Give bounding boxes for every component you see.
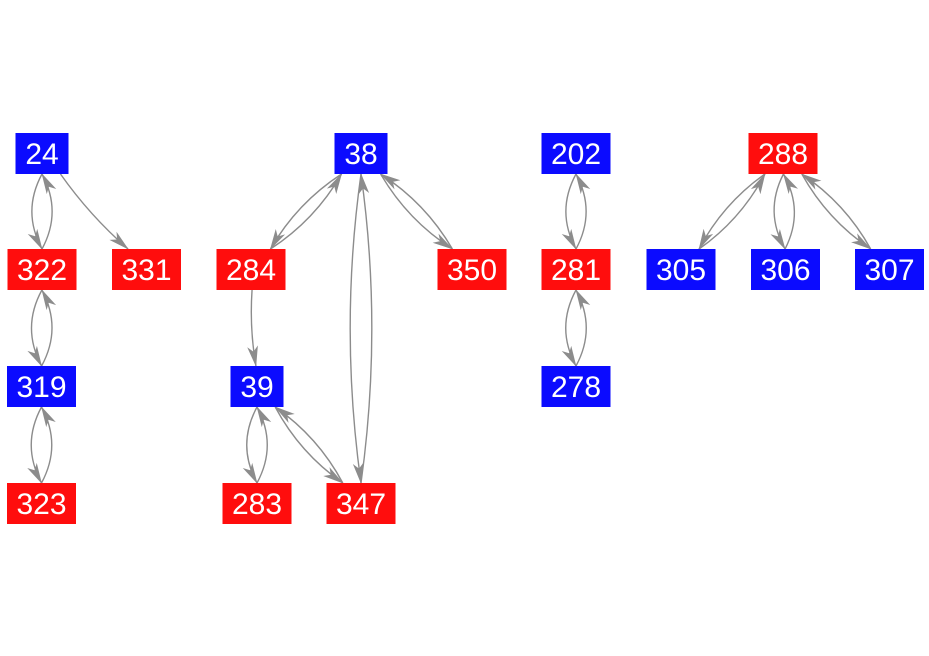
edge-288-to-306 bbox=[770, 173, 786, 250]
node-label-305: 305 bbox=[656, 254, 706, 287]
node-label-323: 323 bbox=[16, 488, 66, 521]
edge-288-to-307 bbox=[801, 173, 872, 250]
edge-24-to-322 bbox=[27, 173, 43, 250]
node-38: 38 bbox=[334, 133, 388, 174]
node-label-288: 288 bbox=[758, 138, 808, 171]
node-box-288 bbox=[748, 133, 818, 174]
edge-283-to-39 bbox=[256, 406, 272, 484]
node-box-307 bbox=[855, 249, 924, 290]
node-288: 288 bbox=[748, 133, 818, 174]
node-box-347 bbox=[326, 483, 396, 524]
node-box-284 bbox=[216, 249, 286, 290]
edge-319-to-322 bbox=[40, 289, 57, 367]
node-box-323 bbox=[7, 483, 76, 524]
node-label-278: 278 bbox=[551, 371, 601, 404]
node-box-202 bbox=[541, 133, 611, 174]
edge-323-to-319 bbox=[40, 406, 56, 484]
node-layer: 24 322 331 319 323 38 284 350 39 283 347 202 281 278 2… bbox=[7, 133, 924, 524]
edge-202-to-281 bbox=[561, 173, 577, 250]
edge-39-to-283 bbox=[242, 406, 258, 484]
node-347: 347 bbox=[326, 483, 396, 524]
edge-281-to-202 bbox=[575, 173, 591, 250]
edge-284-to-39 bbox=[247, 289, 258, 367]
edge-38-to-284 bbox=[269, 173, 342, 250]
node-box-38 bbox=[334, 133, 388, 174]
node-281: 281 bbox=[541, 249, 611, 290]
edge-278-to-281 bbox=[575, 289, 591, 367]
node-350: 350 bbox=[437, 249, 507, 290]
node-label-319: 319 bbox=[16, 371, 66, 404]
node-label-283: 283 bbox=[232, 488, 282, 521]
node-box-322 bbox=[7, 249, 77, 290]
node-box-39 bbox=[230, 366, 284, 407]
node-202: 202 bbox=[541, 133, 611, 174]
node-305: 305 bbox=[646, 249, 716, 290]
node-label-306: 306 bbox=[760, 254, 810, 287]
node-label-38: 38 bbox=[344, 138, 377, 171]
node-331: 331 bbox=[112, 249, 181, 290]
node-label-331: 331 bbox=[121, 254, 171, 287]
node-box-278 bbox=[541, 366, 611, 407]
edge-24-to-331 bbox=[59, 173, 129, 250]
node-307: 307 bbox=[855, 249, 924, 290]
node-323: 323 bbox=[7, 483, 76, 524]
node-box-281 bbox=[541, 249, 611, 290]
edge-284-to-38 bbox=[270, 173, 343, 250]
node-306: 306 bbox=[751, 249, 820, 290]
node-39: 39 bbox=[230, 366, 284, 407]
node-label-202: 202 bbox=[551, 138, 601, 171]
edge-288-to-305 bbox=[698, 173, 766, 250]
edge-347-to-39 bbox=[274, 406, 344, 484]
node-label-284: 284 bbox=[226, 254, 276, 287]
node-box-331 bbox=[112, 249, 181, 290]
edge-319-to-323 bbox=[27, 406, 43, 484]
node-24: 24 bbox=[15, 133, 69, 174]
edge-350-to-38 bbox=[379, 173, 453, 250]
edge-305-to-288 bbox=[698, 173, 766, 250]
node-label-350: 350 bbox=[447, 254, 497, 287]
edge-layer bbox=[27, 173, 872, 484]
node-278: 278 bbox=[541, 366, 611, 407]
node-label-307: 307 bbox=[864, 254, 914, 287]
node-283: 283 bbox=[222, 483, 292, 524]
edge-306-to-288 bbox=[782, 173, 799, 250]
node-label-24: 24 bbox=[25, 138, 58, 171]
edge-347-to-38 bbox=[358, 173, 373, 484]
node-box-319 bbox=[7, 366, 76, 407]
edge-39-to-347 bbox=[274, 406, 344, 484]
edge-281-to-278 bbox=[561, 289, 577, 367]
node-284: 284 bbox=[216, 249, 286, 290]
node-box-350 bbox=[437, 249, 507, 290]
edge-38-to-347 bbox=[349, 173, 364, 484]
node-box-306 bbox=[751, 249, 820, 290]
edge-38-to-350 bbox=[380, 173, 454, 250]
edge-322-to-319 bbox=[27, 289, 43, 367]
edge-307-to-288 bbox=[800, 173, 872, 250]
node-box-305 bbox=[646, 249, 716, 290]
node-319: 319 bbox=[7, 366, 76, 407]
node-box-283 bbox=[222, 483, 292, 524]
node-label-281: 281 bbox=[551, 254, 601, 287]
node-box-24 bbox=[15, 133, 69, 174]
node-label-322: 322 bbox=[17, 254, 67, 287]
node-label-39: 39 bbox=[240, 371, 273, 404]
node-label-347: 347 bbox=[336, 488, 386, 521]
node-322: 322 bbox=[7, 249, 77, 290]
edge-322-to-24 bbox=[41, 173, 57, 250]
